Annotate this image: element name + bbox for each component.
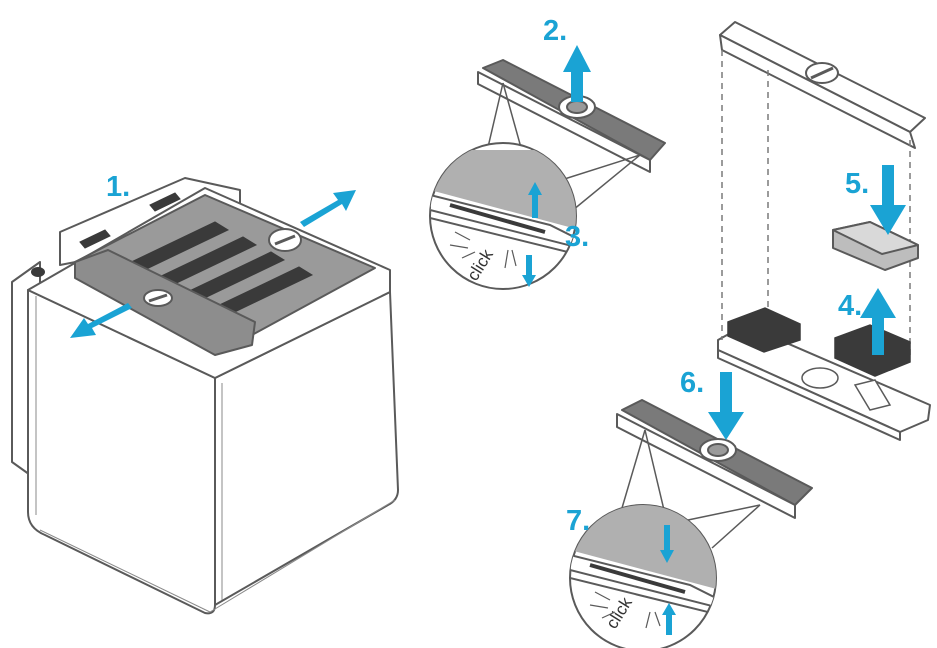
zoom-circle-bottom bbox=[569, 504, 717, 648]
arrow-icon bbox=[660, 372, 744, 635]
arrow-icon bbox=[70, 190, 356, 338]
humidifier-unit bbox=[11, 177, 399, 615]
arrow-icon bbox=[522, 45, 591, 287]
step-6-label: 6. bbox=[680, 367, 704, 399]
pointer-lines-bottom bbox=[621, 429, 761, 549]
step-5-label: 5. bbox=[845, 168, 869, 200]
knob-icon bbox=[31, 228, 302, 307]
arrow-icon bbox=[860, 165, 906, 355]
step-1-label: 1. bbox=[106, 171, 130, 203]
zoom-circle-top bbox=[429, 142, 577, 290]
filter-cover-bottom bbox=[616, 399, 813, 519]
step-2-label: 2. bbox=[543, 15, 567, 47]
step-4-label: 4. bbox=[838, 290, 862, 322]
filter-cover-top bbox=[477, 59, 666, 173]
grille-icon bbox=[79, 192, 314, 319]
filter-pad-icon bbox=[832, 221, 919, 271]
step-labels: 1. 2. 3. 4. 5. 6. 7. bbox=[106, 15, 869, 537]
step-3-label: 3. bbox=[565, 221, 589, 253]
step-7-label: 7. bbox=[566, 505, 590, 537]
